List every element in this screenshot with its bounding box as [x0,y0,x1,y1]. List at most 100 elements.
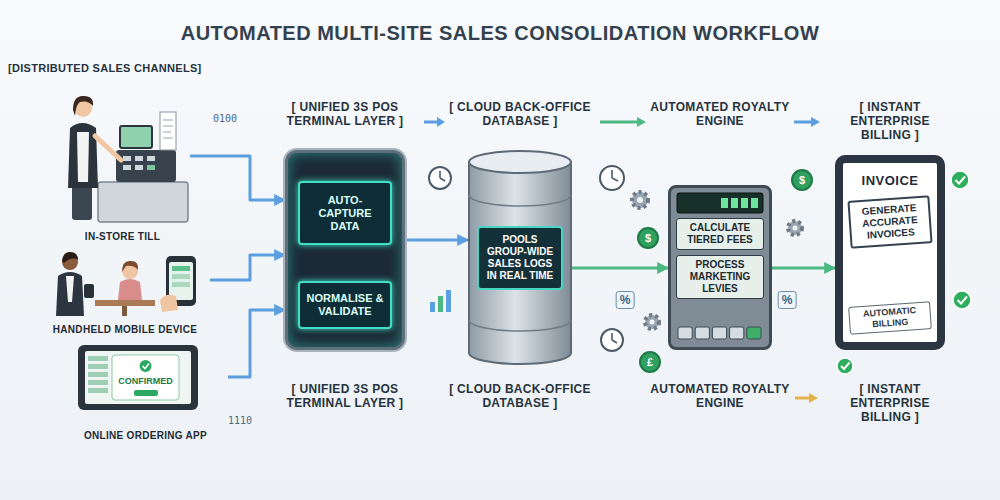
flow-arrow [190,156,285,200]
display-segment [741,198,748,208]
person-legs [72,186,92,220]
clock-hands [612,170,618,181]
billing-badge: AUTOMATIC BILLING [848,301,932,335]
confirm-button [134,390,158,396]
phone-screen [169,262,193,300]
waiter-torso [56,272,84,316]
binary-tag: 1110 [228,415,252,426]
diagram-title: AUTOMATED MULTI-SITE SALES CONSOLIDATION… [0,22,1000,45]
calculator-button [678,327,692,339]
calculator-display [677,193,763,213]
currency-coin: $ [637,227,659,249]
database-cylinder: [ CLOUD BACK-OFFICE DATABASE ]POOLS GROU… [468,150,572,365]
flow-arrow [210,255,285,280]
person-apron [77,132,89,182]
column-footer: AUTOMATED ROYALTY ENGINE [650,382,790,410]
waiter-device [84,284,94,298]
flow-arrow [772,267,835,270]
counter [98,182,188,222]
process-text: AUTO-CAPTURE DATA [304,194,386,233]
gear-icon [645,315,659,329]
pos-terminal: [ UNIFIED 3S POS TERMINAL LAYER ]AUTO-CA… [285,150,405,350]
register-key [135,156,143,161]
clock-hands [440,171,445,181]
sales-channel: HANDHELD MOBILE DEVICE [40,250,210,336]
chart-bar [430,302,435,312]
currency-coin: $ [791,169,813,191]
function-text: CALCULATE TIERED FEES [676,218,764,250]
process-text: NORMALISE & VALIDATE [304,292,386,318]
cylinder-band [469,320,571,331]
register-key [123,165,131,170]
register-key [135,165,143,170]
display-segment [751,198,758,208]
invoice-stamp: GENERATE ACCURATE INVOICES [847,195,932,249]
check-mark [143,364,150,369]
check-badge [951,171,969,189]
mobile-illustration [56,252,196,316]
check-badge [953,291,971,309]
column-footer: [ CLOUD BACK-OFFICE DATABASE ] [445,382,595,410]
chart-icon [430,290,451,312]
percent-icon: % [616,291,635,309]
cylinder-top [469,151,571,173]
menu-row [88,380,108,385]
menu-row [88,388,108,393]
table [95,300,155,306]
gear-icon [788,221,802,235]
waiter-shirt [66,276,74,302]
register-key [147,156,155,161]
sales-channel: IN-STORE TILL [55,85,190,243]
binary-tag: 0100 [213,113,237,124]
receipt [160,112,176,150]
function-text: PROCESS MARKETING LEVIES [676,255,764,299]
tablet-screen [85,351,191,404]
screen-text: POOLS GROUP-WIDE SALES LOGS IN REAL TIME [477,226,563,290]
waiter-hair [62,252,78,263]
gear-icon [632,192,648,208]
phone-row [172,266,190,271]
process-box: AUTO-CAPTURE DATA [298,181,392,245]
register-body [116,150,176,182]
confirm-card [112,355,179,400]
cylinder-band [469,195,571,206]
table-leg [122,306,127,316]
check-badge [140,360,152,372]
check-mark [841,363,850,370]
customer-hair [122,261,138,272]
clock-icon [429,167,451,189]
customer-torso [118,279,142,300]
group-label: [DISTRIBUTED SALES CHANNELS] [8,62,202,74]
person-hair [73,96,93,116]
clock-hands [612,333,617,343]
column-heading: [ UNIFIED 3S POS TERMINAL LAYER ] [270,100,420,128]
phone-row [172,282,190,287]
invoice-tablet: [ INSTANT ENTERPRISE BILLING ]INVOICEAUT… [835,155,945,350]
sales-channel: CONFIRMED ONLINE ORDERING APP [63,342,228,442]
header-arrow [424,121,438,124]
header-arrow [600,121,638,124]
arrow-head [809,393,818,403]
person-torso [68,123,98,188]
hand [160,295,178,312]
footer-arrow [795,397,810,400]
gear-hub [650,320,655,325]
display-segment [721,198,728,208]
header-arrow [794,121,812,124]
till-illustration [68,96,188,222]
clock-icon [600,166,624,190]
channel-caption: ONLINE ORDERING APP [84,430,207,442]
invoice-heading: INVOICE [862,173,919,188]
process-box: NORMALISE & VALIDATE [298,281,392,329]
check-mark [956,177,966,184]
status-text: CONFIRMED [118,376,173,387]
display-segment [731,198,738,208]
check-badge [837,358,853,374]
channel-caption: IN-STORE TILL [85,231,160,243]
calculator-engine: AUTOMATED ROYALTY ENGINECALCULATE TIERED… [668,185,772,350]
column-footer: [ UNIFIED 3S POS TERMINAL LAYER ] [270,382,420,410]
menu-row [88,372,108,377]
receipt-lines [163,120,173,138]
cylinder-body [469,162,571,353]
